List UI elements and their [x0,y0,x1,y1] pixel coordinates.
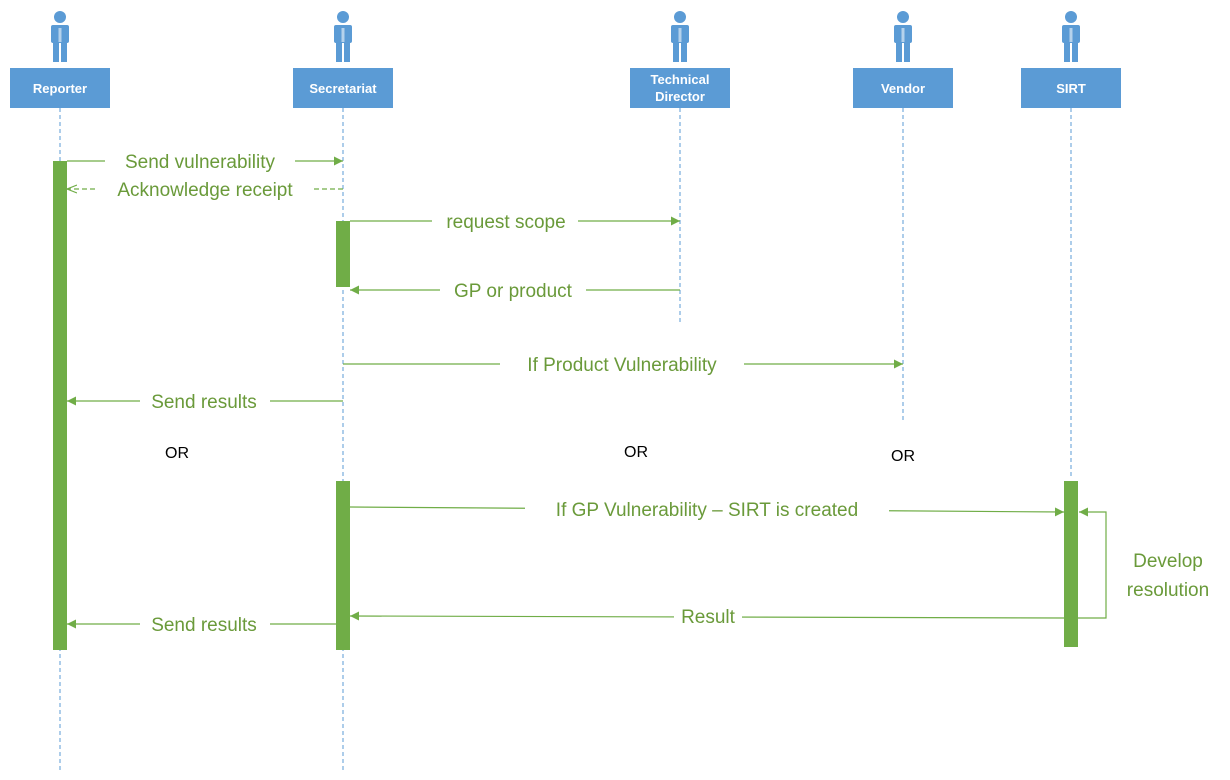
svg-text:GP or product: GP or product [454,281,573,302]
svg-text:If GP Vulnerability – SIRT is: If GP Vulnerability – SIRT is created [556,500,858,521]
message-label-send-results-1: Send results [140,390,270,413]
person-icon [894,11,912,62]
message-label-send-vulnerability: Send vulnerability [105,150,295,173]
svg-text:Send results: Send results [151,615,257,636]
svg-text:Send vulnerability: Send vulnerability [125,152,275,173]
actor-reporter: Reporter [10,68,110,108]
actor-vendor: Vendor [853,68,953,108]
actor-label-reporter: Reporter [33,81,87,96]
message-label-if-product-vulnerability: If Product Vulnerability [500,353,744,376]
actor-secretariat: Secretariat [293,68,393,108]
activation-bar-reporter [53,161,67,650]
svg-text:request scope: request scope [446,212,565,233]
or-label: OR [891,448,915,465]
svg-text:Acknowledge receipt: Acknowledge receipt [117,180,293,201]
person-icon [1062,11,1080,62]
message-label-result: Result [674,605,742,628]
activation-bar-sirt [1064,481,1078,647]
message-label-gp-or-product: GP or product [440,279,586,302]
or-label: OR [165,445,189,462]
svg-text:If Product Vulnerability: If Product Vulnerability [527,355,717,376]
svg-text:Result: Result [681,607,736,628]
svg-text:Send results: Send results [151,392,257,413]
actor-label-sirt: SIRT [1056,81,1086,96]
actor-label-vendor: Vendor [881,81,925,96]
actor-sirt: SIRT [1021,68,1121,108]
activation-bar-secretariat-scope [336,221,350,287]
actor-label-secretariat: Secretariat [309,81,377,96]
actor-technical-director: Technical Director [630,68,730,108]
activation-bar-secretariat-gp [336,481,350,650]
self-message-label-line2: resolution [1127,580,1209,601]
message-label-send-results-2: Send results [140,613,270,636]
message-label-acknowledge-receipt: Acknowledge receipt [96,178,314,201]
message-label-request-scope: request scope [432,210,578,233]
message-label-if-gp-vulnerability: If GP Vulnerability – SIRT is created [525,498,889,521]
person-icon [334,11,352,62]
or-label: OR [624,444,648,461]
person-icon [671,11,689,62]
person-icon [51,11,69,62]
actor-label-technical-director-line2: Director [655,89,705,104]
actor-label-technical-director-line1: Technical [650,72,709,87]
self-message-label-line1: Develop [1133,551,1203,572]
self-message-loop-develop-resolution [1078,507,1107,619]
